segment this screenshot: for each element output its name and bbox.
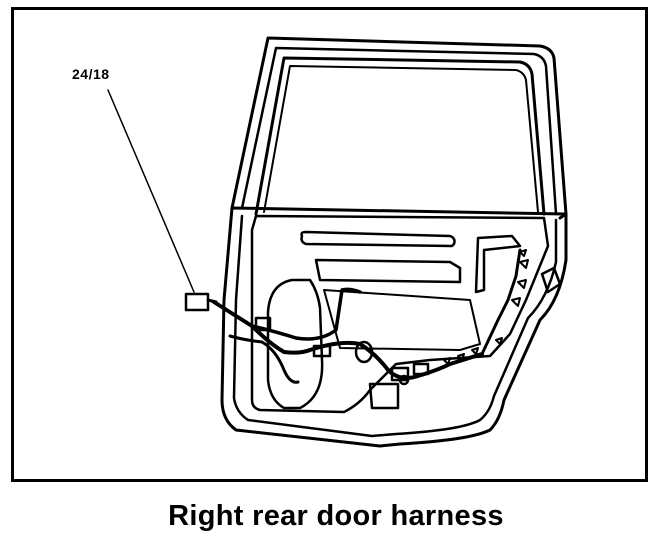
figure-caption: Right rear door harness [168, 500, 504, 532]
connector-tail [206, 298, 218, 304]
callout-label: 24/18 [72, 66, 110, 82]
window-frame-outer [230, 36, 568, 220]
window-glass-outline [254, 56, 546, 216]
harness-branch-left [228, 334, 300, 384]
rear-trim [540, 266, 562, 294]
window-inner-frame [263, 65, 539, 213]
handle-recess [474, 234, 522, 294]
window-frame-line-2 [240, 46, 558, 216]
pocket-area [314, 258, 462, 284]
armrest-slot [300, 230, 456, 248]
speaker-opening [266, 278, 324, 410]
regulator-bracket [323, 289, 481, 351]
callout-leader-line [107, 89, 195, 293]
lower-recess [368, 382, 400, 410]
harness-branch-upper [250, 287, 362, 341]
harness-branch-rear [480, 248, 522, 356]
door-body-outer [220, 206, 568, 448]
connector-24-18 [184, 292, 210, 312]
door-harness-drawing [107, 36, 568, 448]
door-body-inner [232, 214, 558, 438]
harness-connectors [254, 316, 430, 386]
harness-clips [443, 249, 529, 365]
